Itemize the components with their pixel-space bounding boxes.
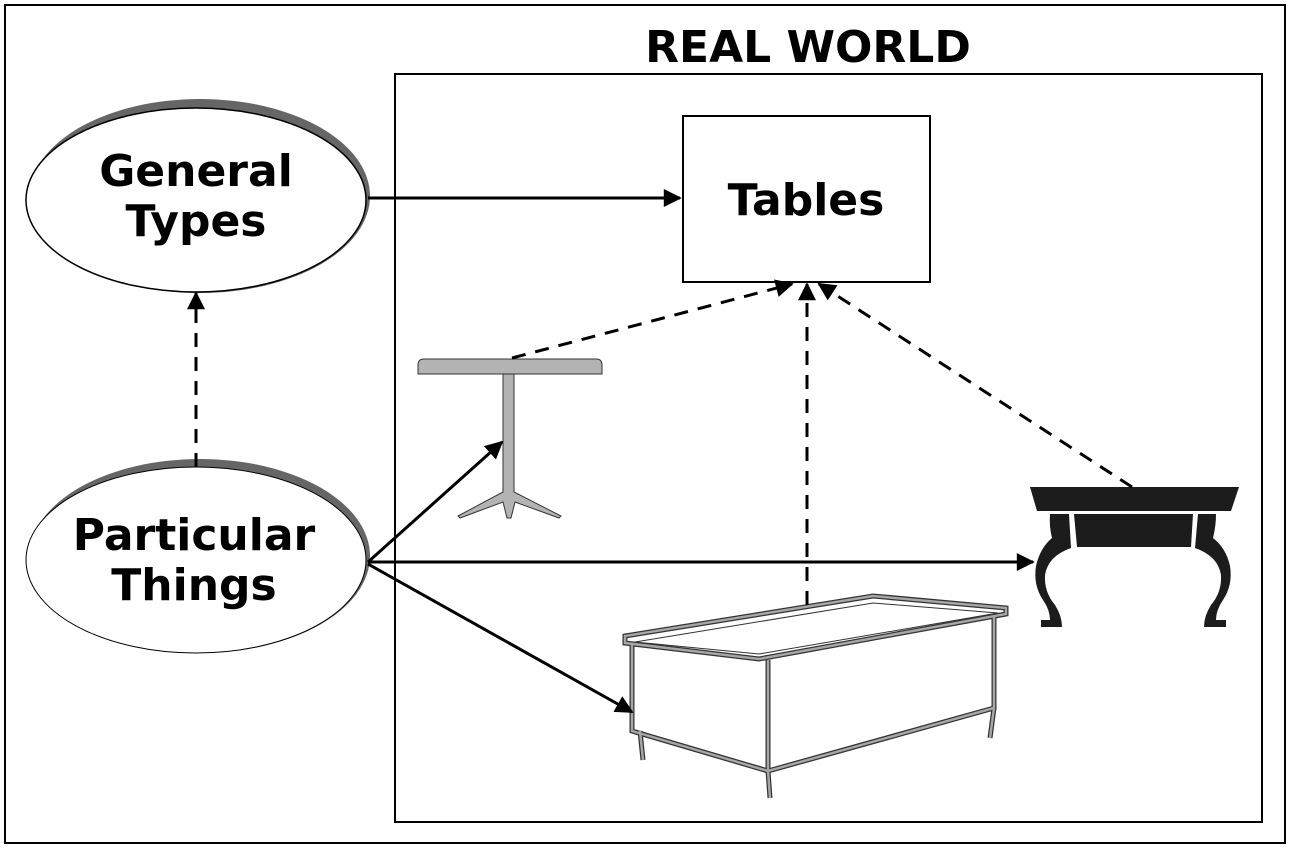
- pedestal-table-stem: [457, 373, 562, 519]
- tables-label: Tables: [728, 175, 885, 226]
- desk-top-surface: [634, 602, 999, 655]
- particular-things-line1: Particular: [73, 510, 316, 561]
- edge-particular-to-pedestal-table: [366, 440, 504, 564]
- edge-pedestal-to-tables: [511, 279, 794, 360]
- tables-box: [682, 115, 931, 283]
- dark-table-top: [1030, 487, 1239, 511]
- outer-frame: [4, 4, 1286, 844]
- dark-table-left-leg: [1035, 514, 1071, 627]
- edges: [187, 189, 1133, 714]
- edge-queen-anne-to-tables: [817, 282, 1133, 489]
- pedestal-table-illustration: [417, 358, 603, 519]
- particular-things-node: Particular Things: [25, 459, 370, 654]
- desk-front-left-inner: [630, 644, 770, 773]
- dark-table-right-leg: [1195, 514, 1231, 627]
- dark-table-apron: [1074, 514, 1193, 547]
- particular-things-line2: Things: [111, 560, 276, 611]
- tables-node: Tables: [682, 115, 931, 283]
- general-types-line1: General: [99, 146, 293, 197]
- desk-legs-inner: [638, 707, 996, 799]
- queen-anne-table-illustration: [1030, 487, 1239, 627]
- general-types-line2: Types: [125, 196, 266, 247]
- real-world-title: REAL WORLD: [645, 22, 971, 73]
- desk-table-illustration: [622, 593, 1009, 799]
- general-types-node: General Types: [25, 99, 370, 293]
- desk-top-inner: [623, 594, 1008, 661]
- real-world-region: [394, 73, 1263, 823]
- edge-particular-to-desk-table: [367, 562, 634, 714]
- pedestal-table-top: [417, 358, 603, 375]
